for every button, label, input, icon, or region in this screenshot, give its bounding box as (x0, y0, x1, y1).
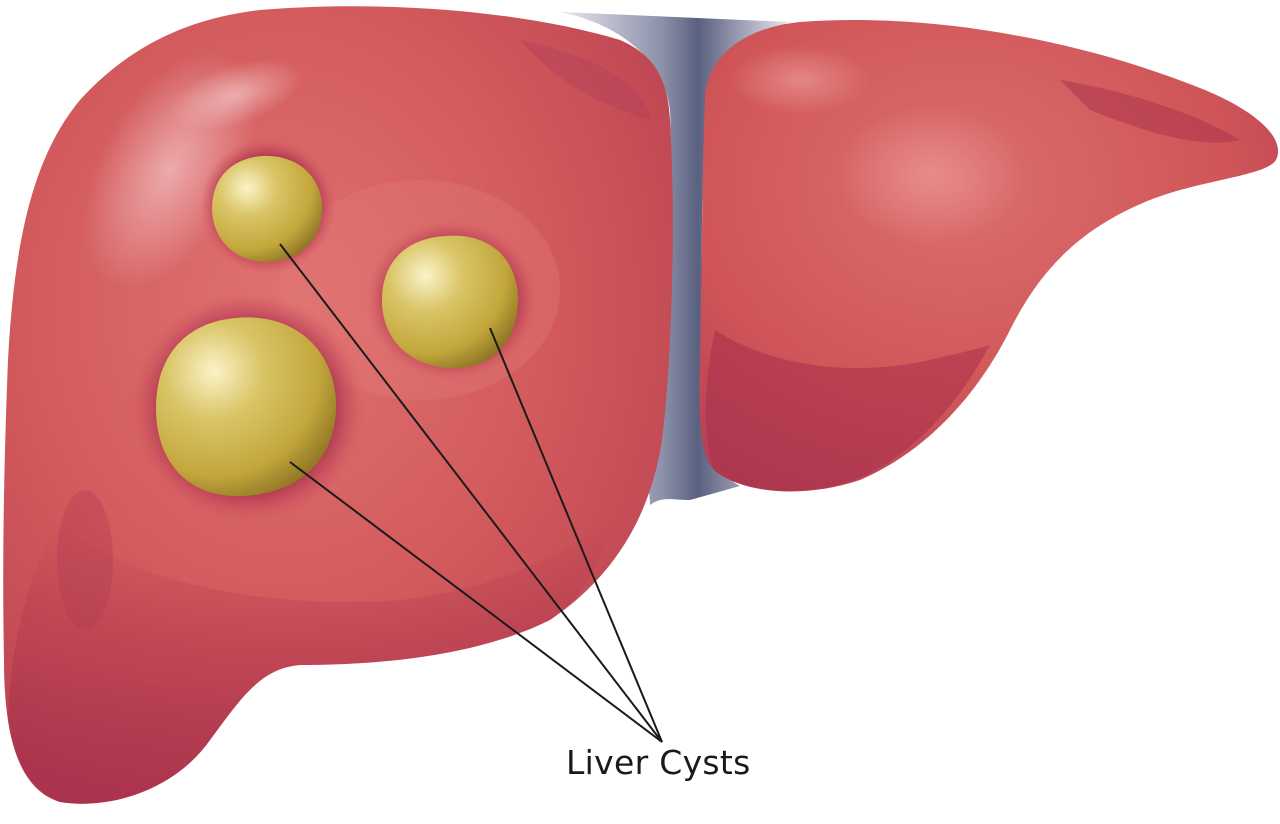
leader-line-small-cyst (279, 243, 663, 743)
liver-left-lobe (699, 19, 1279, 492)
cyst-small (200, 138, 336, 274)
leader-line-large-cyst (289, 461, 663, 743)
falciform-ligament (560, 12, 790, 505)
leader-lines (279, 243, 663, 743)
cyst-large (130, 292, 366, 524)
cyst-medium (366, 220, 538, 380)
leader-line-medium-cyst (489, 327, 663, 743)
diagram-label: Liver Cysts (566, 743, 751, 782)
